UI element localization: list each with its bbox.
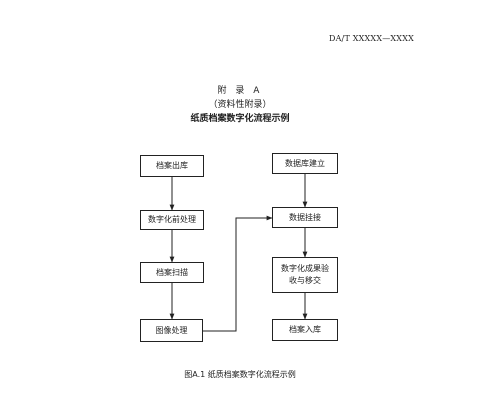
arrow-imageprocess-to-datalink <box>203 215 273 332</box>
step-archive-scan: 档案扫描 <box>140 262 204 283</box>
appendix-subtitle: 纸质档案数字化流程示例 <box>190 114 290 124</box>
step-image-processing: 图像处理 <box>140 319 203 342</box>
step-acceptance-transfer: 数字化成果验收与移交 <box>272 257 338 293</box>
appendix-type: （资料性附录） <box>208 100 272 110</box>
step-data-linking: 数据挂接 <box>272 207 338 228</box>
step-archive-checkout: 档案出库 <box>140 155 204 177</box>
standard-code: DA/T XXXXX—XXXX <box>328 34 414 43</box>
step-archive-storage: 档案入库 <box>272 319 338 341</box>
appendix-title: 附 录 A <box>217 86 263 96</box>
step-pre-digitization: 数字化前处理 <box>140 210 204 230</box>
figure-caption: 图A.1 纸质档案数字化流程示例 <box>184 370 296 379</box>
step-database-build: 数据库建立 <box>272 153 338 174</box>
